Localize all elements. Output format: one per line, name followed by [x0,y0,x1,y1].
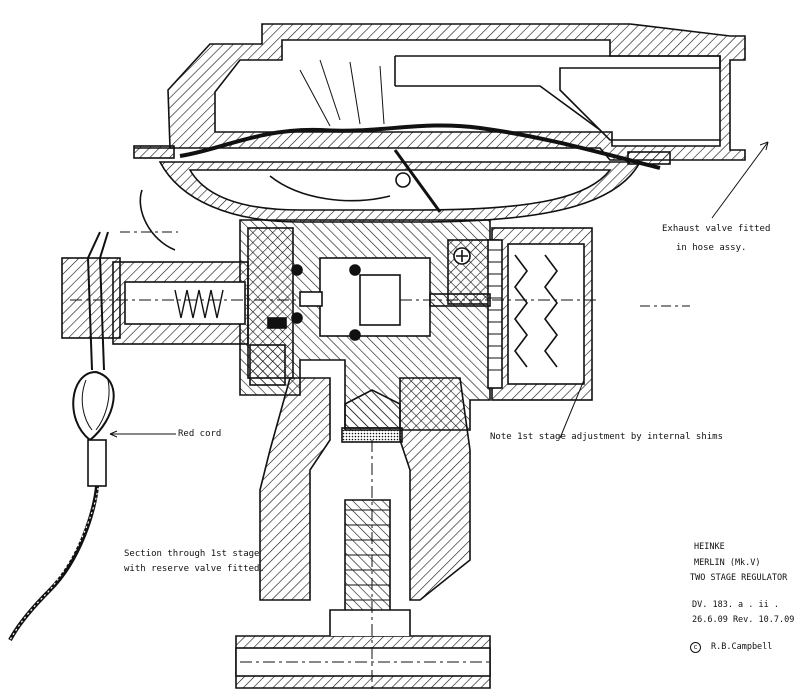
title-block-author: R.B.Campbell [711,642,773,652]
copyright-icon: c [690,642,701,653]
title-block-author-line: c R.B.Campbell [690,642,772,653]
red-cord-label: Red cord [178,429,222,439]
title-block-maker: HEINKE [694,542,725,552]
title-block-dates: 26.6.09 Rev. 10.7.09 [692,615,795,625]
reserve-valve [61,227,323,386]
exhaust-valve-note-line1: Exhaust valve fitted [662,224,771,234]
section-note-line2: with reserve valve fitted. [124,564,265,574]
exhaust-housing [133,23,746,165]
title-block-drawing-number: DV. 183. a . ii . [692,600,779,610]
exhaust-valve-note-line2: in hose assy. [676,243,747,253]
lower-body [235,377,491,690]
diaphragm [179,123,661,170]
first-stage-adjustment-note: Note 1st stage adjustment by internal sh… [490,432,723,442]
reserve-pull-cord [7,231,115,645]
section-note-line1: Section through 1st stage [124,549,260,559]
leader-lines [109,141,769,439]
title-block-model: MERLIN (Mk.V) [694,558,761,568]
spring-housing [400,227,600,401]
title-block-title: TWO STAGE REGULATOR [690,573,788,583]
second-stage-bowl [139,149,642,251]
